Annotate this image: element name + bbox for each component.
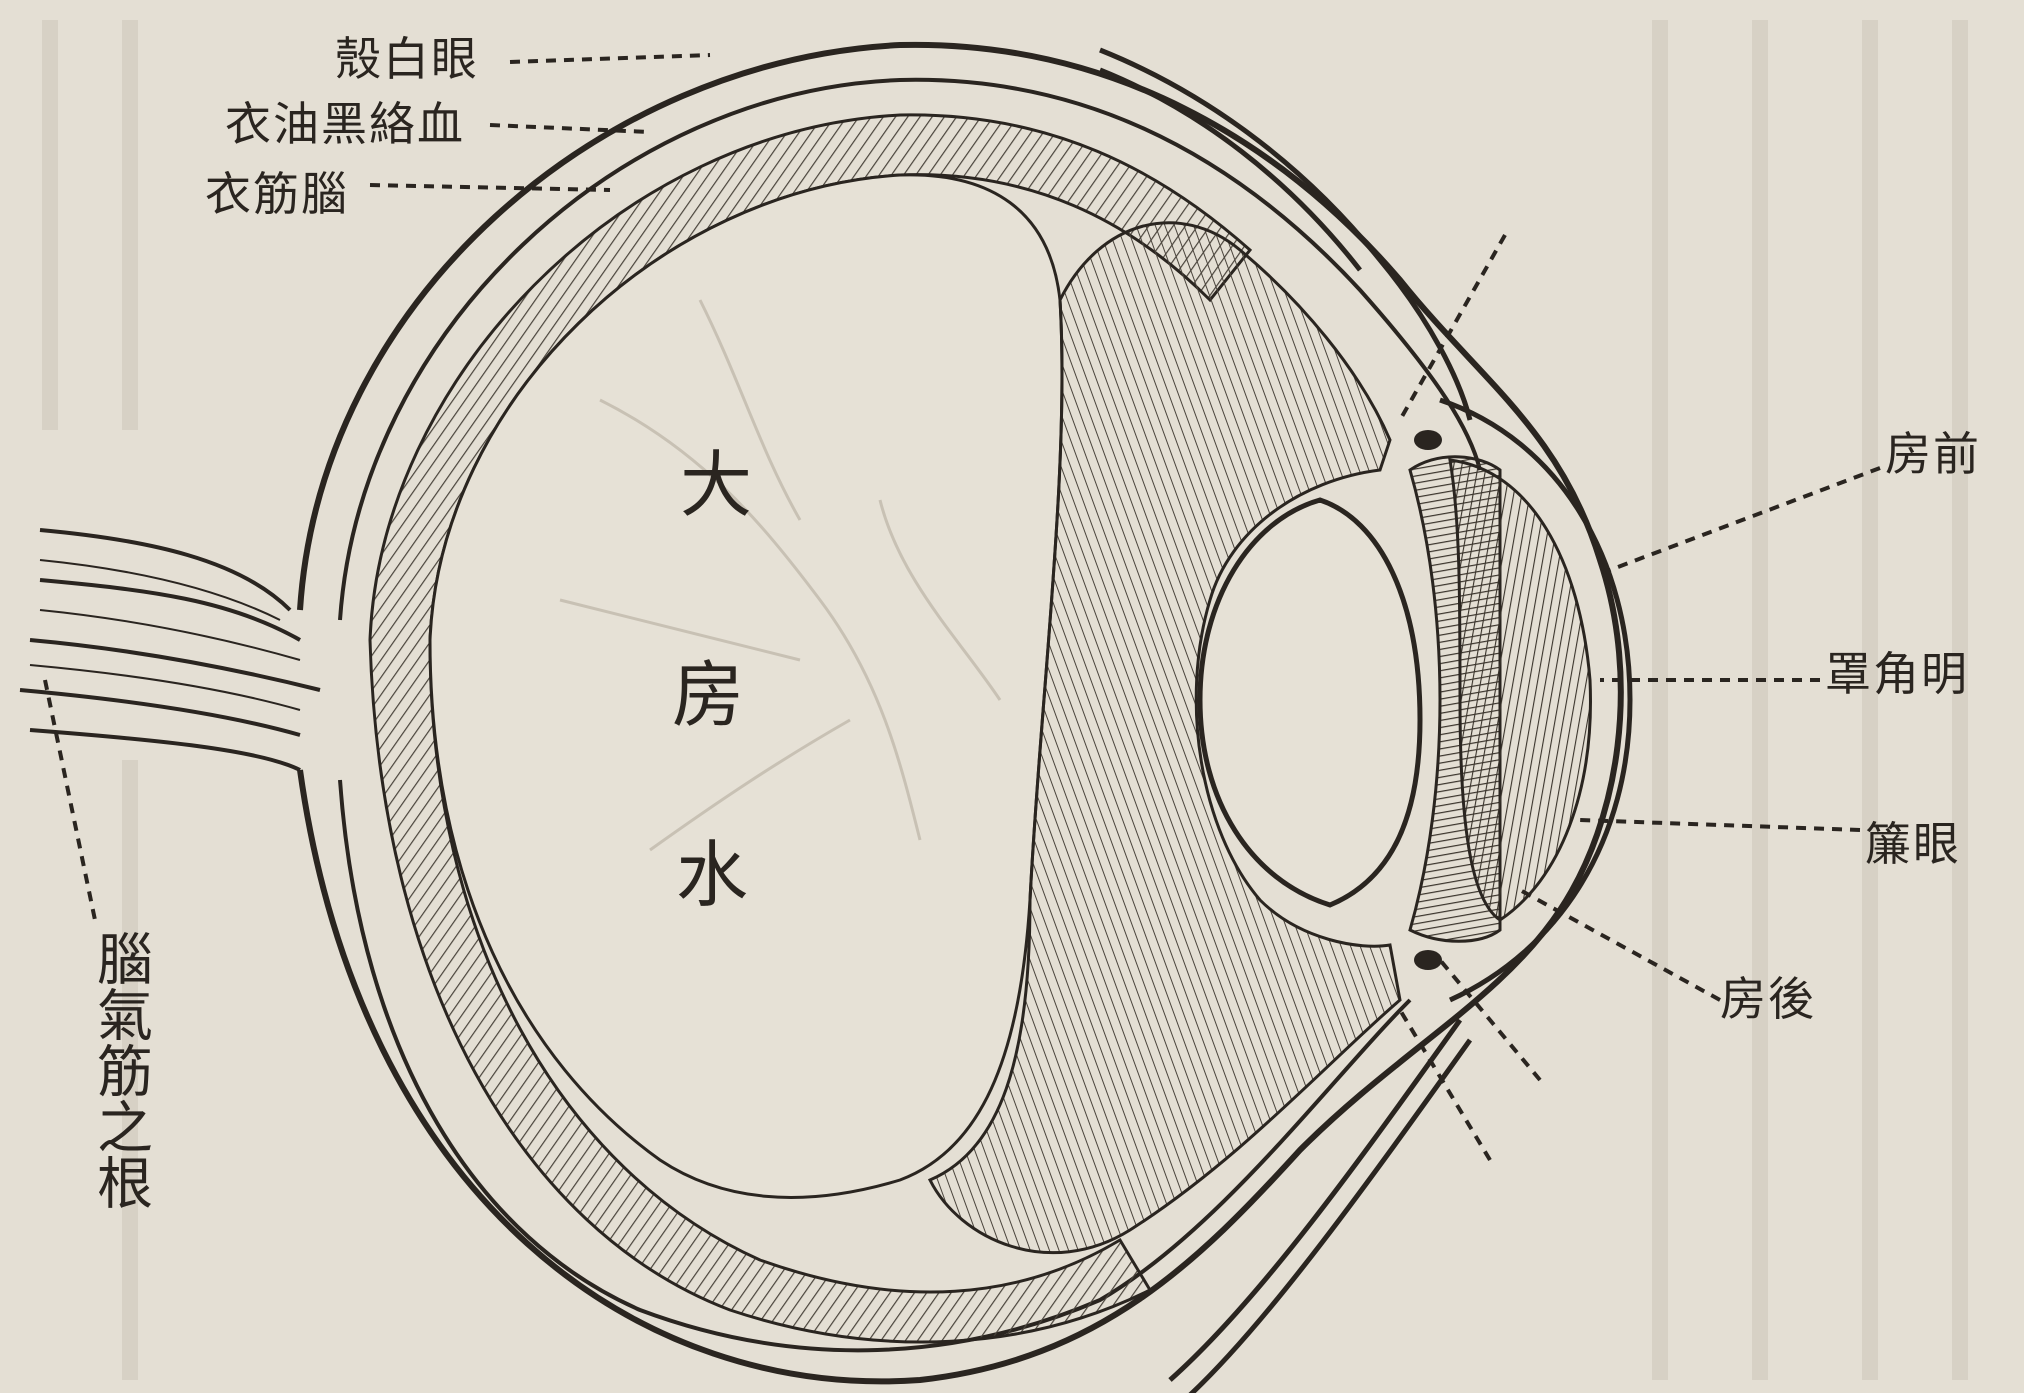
label-vitreous-1: 大 xyxy=(680,443,752,527)
label-sclera: 殼白眼 xyxy=(335,32,479,86)
label-choroid: 衣油黑絡血 xyxy=(225,97,465,151)
label-anterior-chamber: 房前 xyxy=(1885,427,1981,481)
label-iris: 簾眼 xyxy=(1865,817,1961,871)
label-cornea: 罩角明 xyxy=(1825,647,1969,701)
crystalline-lens xyxy=(1200,500,1420,905)
label-vitreous-2: 房 xyxy=(672,653,744,737)
label-retina: 衣筋腦 xyxy=(205,167,349,221)
label-posterior-chamber: 房後 xyxy=(1720,972,1816,1026)
label-vitreous-3: 水 xyxy=(676,833,748,917)
ciliary-node-upper xyxy=(1414,430,1442,450)
ciliary-node-lower xyxy=(1414,950,1442,970)
cornea-shaded xyxy=(1450,460,1590,920)
optic-nerve xyxy=(20,530,320,770)
label-optic-nerve: 腦氣筋之根 xyxy=(88,930,153,1210)
